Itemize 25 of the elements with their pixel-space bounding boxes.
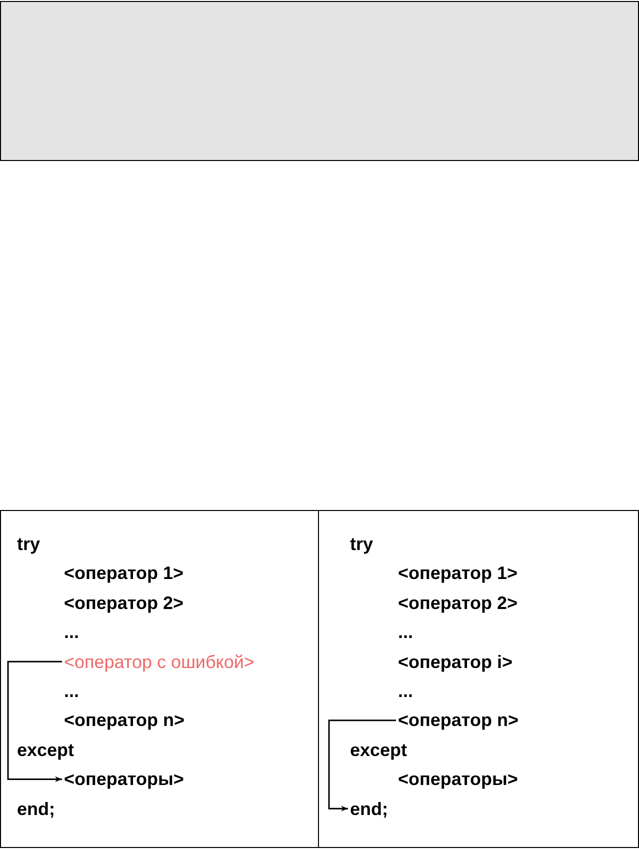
blank-panel <box>0 1 639 161</box>
code-line: end; <box>350 798 388 820</box>
code-line: ... <box>64 680 80 702</box>
code-line: except <box>17 738 74 761</box>
error-code-line: <оператор с ошибкой> <box>64 650 254 673</box>
code-line: <оператор 2> <box>64 592 184 614</box>
code-panel <box>0 510 319 848</box>
code-line: <оператор 1> <box>398 562 518 584</box>
code-line: try <box>350 533 374 555</box>
code-line: <операторы> <box>64 768 184 790</box>
arrow <box>328 720 396 812</box>
code-line: <оператор i> <box>398 650 512 673</box>
arrow <box>7 660 62 782</box>
code-line: ... <box>398 680 414 702</box>
code-panel <box>318 510 639 848</box>
code-line: <оператор n> <box>398 709 518 732</box>
code-line: <оператор 2> <box>398 592 518 614</box>
code-line: <оператор 1> <box>64 562 184 584</box>
code-line: try <box>17 533 40 555</box>
code-line: ... <box>64 621 80 644</box>
code-line: ... <box>398 621 414 644</box>
code-line: <операторы> <box>398 768 518 790</box>
code-line: except <box>350 738 408 761</box>
code-line: <оператор n> <box>64 709 184 732</box>
code-line: end; <box>17 798 55 820</box>
